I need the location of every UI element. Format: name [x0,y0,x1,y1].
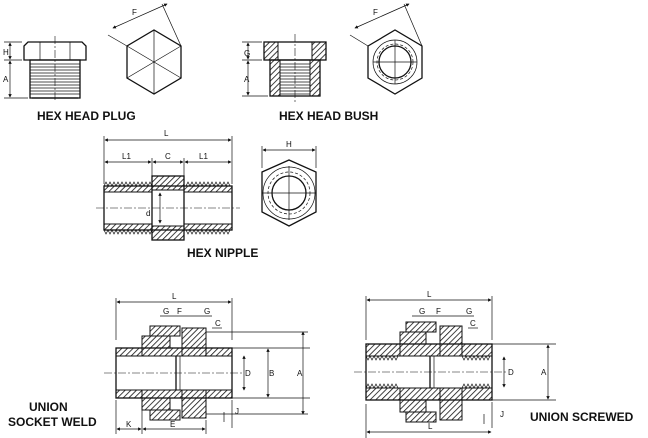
dim-label-k-socket: K [126,420,132,429]
dim-label-a-screwed: A [541,368,547,377]
hex-nipple-side-view [96,136,240,241]
hex-head-bush-side-view [242,34,327,104]
dim-label-h-plug: H [3,48,9,57]
dim-label-a-socket: A [297,369,303,378]
dim-label-j-socket: J [235,407,239,416]
dim-label-c-nipple: C [165,152,171,161]
dim-label-g1-socket: G [163,307,169,316]
hex-head-bush-end-view [349,3,423,95]
dim-label-g2-screwed: G [466,307,472,316]
union-socket-weld-drawing [104,298,310,434]
dim-label-l1-left: L1 [122,152,131,161]
dim-label-f-bush: F [373,8,378,17]
dim-label-l-socket: L [172,292,177,301]
caption-hex-head-bush: HEX HEAD BUSH [279,109,378,123]
dim-label-a-bush: A [244,75,250,84]
dim-label-b-socket: B [269,369,274,378]
dim-label-c-socket: C [215,319,221,328]
dim-label-f-socket: F [177,307,182,316]
dim-label-f-plug: F [132,8,137,17]
dim-label-g2-socket: G [204,307,210,316]
dim-label-d-screwed: D [508,368,514,377]
dim-label-c-screwed: C [470,319,476,328]
dim-label-l-screwed-top: L [427,290,432,299]
caption-hex-nipple: HEX NIPPLE [187,246,258,260]
dim-label-j-screwed: J [500,410,504,419]
caption-hex-head-plug: HEX HEAD PLUG [37,109,136,123]
dim-label-g-bush: G [244,49,250,58]
hex-head-plug-side-view [4,36,87,102]
hex-head-plug-end-view [107,3,182,95]
dim-label-g1-screwed: G [419,307,425,316]
dim-label-d-nipple: d [146,209,150,218]
hex-nipple-end-view [261,146,317,227]
caption-union-socket-weld-line1: UNION [29,400,68,414]
dim-label-l-screwed-bottom: L [428,422,433,431]
union-screwed-drawing [354,296,556,438]
caption-union-socket-weld-line2: SOCKET WELD [8,415,97,429]
dim-label-e-socket: E [170,420,175,429]
caption-union-screwed: UNION SCREWED [530,410,634,424]
dim-label-h-nipple: H [286,140,292,149]
dim-label-l1-right: L1 [199,152,208,161]
dim-label-d-socket: D [245,369,251,378]
dim-label-a-plug: A [3,75,9,84]
dim-label-f-screwed: F [436,307,441,316]
dim-label-l-nipple: L [164,129,169,138]
